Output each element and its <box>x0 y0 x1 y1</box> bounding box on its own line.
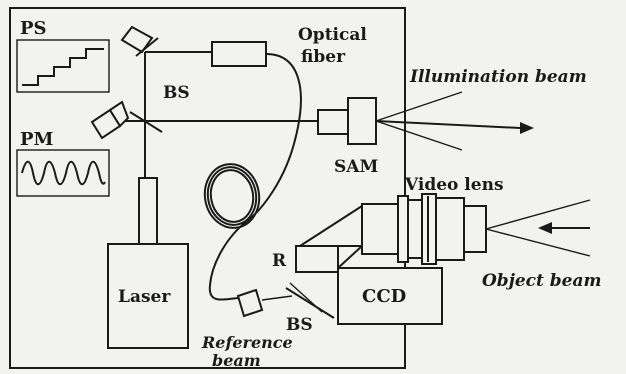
illumination-beam-label: Illumination beam <box>409 67 587 87</box>
illumination-beam-rays <box>375 91 534 151</box>
beam-splitter-bottom-edge <box>289 282 323 313</box>
reference-beam-path <box>261 295 293 301</box>
reference-collimator <box>236 288 264 318</box>
optical-fiber <box>208 53 302 301</box>
sam-module <box>347 97 377 145</box>
photodetector <box>90 100 130 140</box>
ps-staircase-display <box>16 39 110 93</box>
video-lens <box>361 193 487 265</box>
laser-tube <box>138 177 158 247</box>
enclosure-frame <box>9 7 406 369</box>
pm-label: PM <box>20 129 54 150</box>
object-beam-rays <box>485 199 591 257</box>
video-lens-label: Video lens <box>404 175 504 195</box>
object-beam-label: Object beam <box>482 271 602 291</box>
reference-beam-label-line2: beam <box>212 351 261 370</box>
ps-label: PS <box>20 18 47 39</box>
laser-label: Laser <box>118 287 171 307</box>
fiber-coupler <box>211 41 267 67</box>
sam-label: SAM <box>334 157 378 177</box>
reference-beam-label-line1: Reference <box>201 333 293 352</box>
sam-mount <box>317 109 349 135</box>
laser-body <box>107 243 189 349</box>
beam-splitter-top <box>129 111 163 133</box>
fiber-coil <box>203 163 261 229</box>
r-mirror <box>295 245 339 273</box>
beam-splitter-bottom <box>285 287 335 319</box>
optical-fiber-label-line1: Optical <box>298 25 367 45</box>
piezo-mirror <box>120 25 159 57</box>
optical-fiber-label-line2: fiber <box>301 47 346 67</box>
bs-top-label: BS <box>163 83 190 103</box>
ccd-label: CCD <box>362 286 406 307</box>
ccd-camera <box>337 267 443 325</box>
r-label: R <box>272 251 287 271</box>
bs-bottom-label: BS <box>286 315 313 335</box>
pm-sinusoid-display <box>16 149 110 197</box>
